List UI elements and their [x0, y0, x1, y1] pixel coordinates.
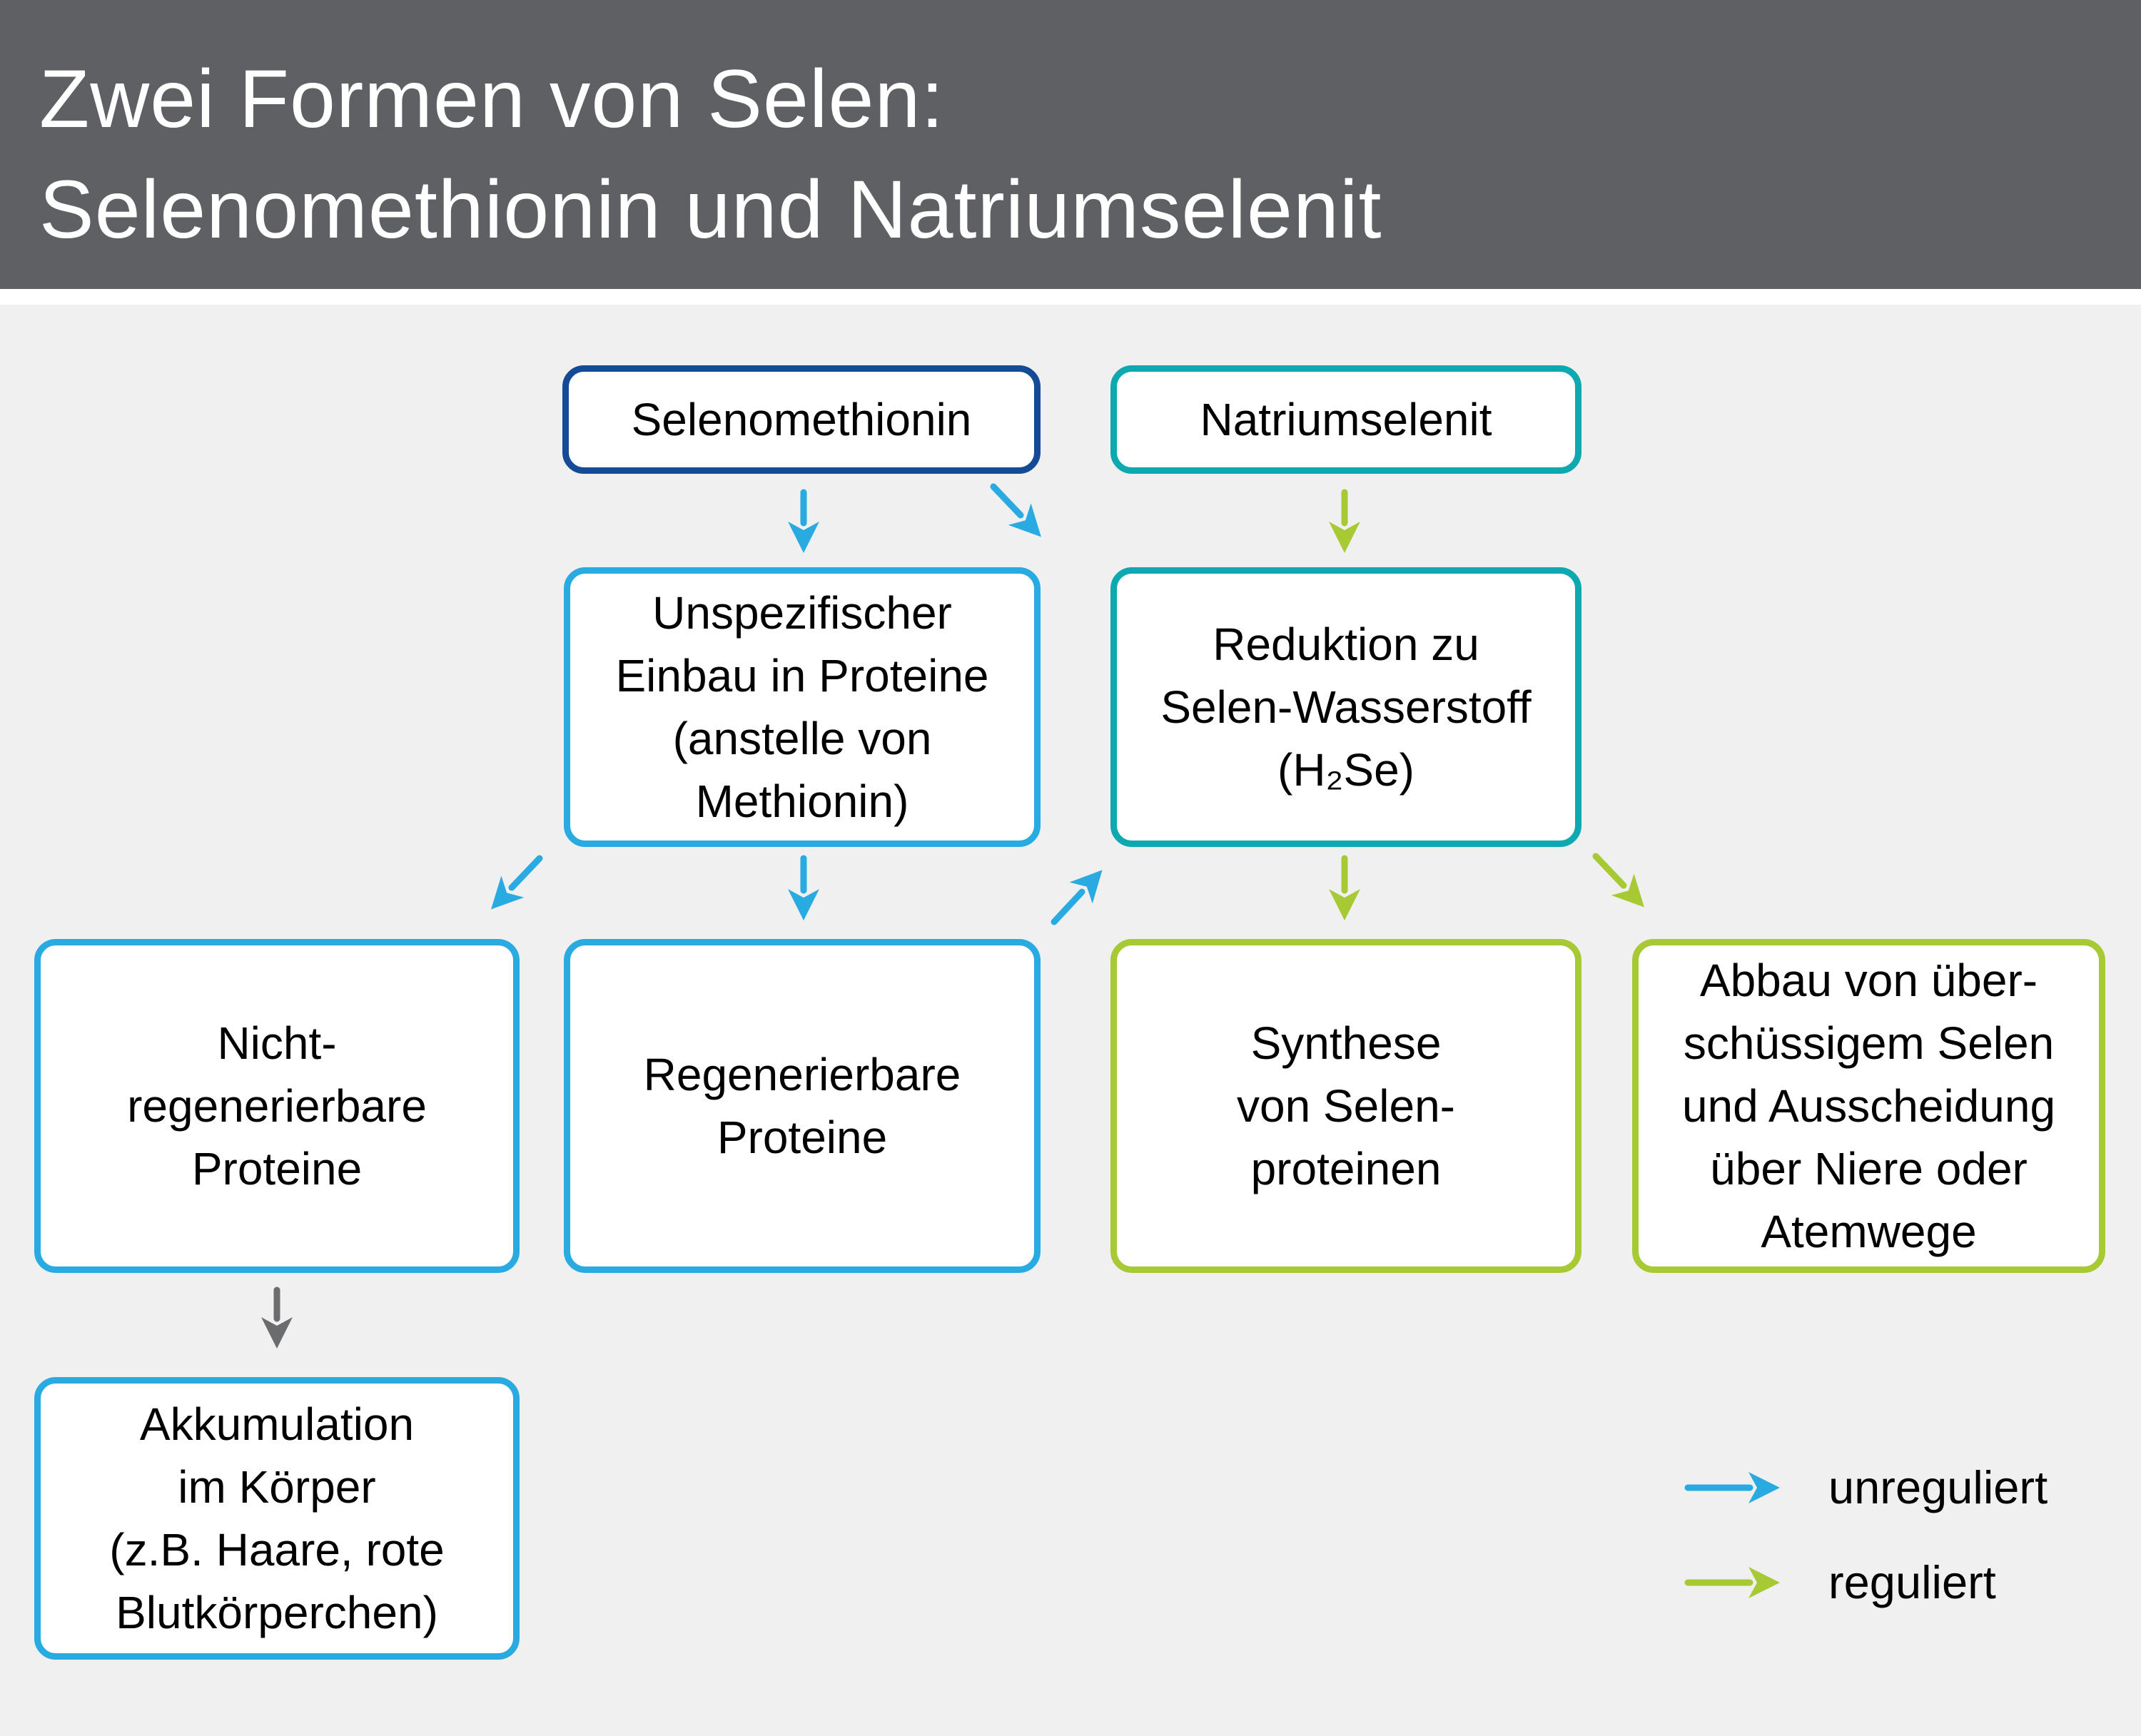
node-label: Atemwege — [1761, 1206, 1977, 1257]
node-label: Einbau in Proteine — [615, 650, 989, 701]
node-label: proteinen — [1250, 1143, 1442, 1194]
header-bar: Zwei Formen von Selen: Selenomethionin u… — [0, 0, 2141, 289]
page-title-line-1: Zwei Formen von Selen: — [39, 54, 945, 145]
node-label: im Körper — [178, 1461, 376, 1513]
node-label: Abbau von über- — [1699, 955, 2038, 1006]
node-label: Synthese — [1250, 1017, 1442, 1069]
node-nicht-regenerierbare-proteine: Nicht- regenerierbare Proteine — [34, 939, 520, 1273]
arrow-regenerierbare-to-reduktion — [1051, 870, 1103, 925]
node-label: (anstelle von — [672, 713, 932, 764]
node-natriumselenit: Natriumselenit — [1110, 365, 1581, 474]
node-unspezifischer-einbau: Unspezifischer Einbau in Proteine (anste… — [564, 567, 1041, 847]
node-synthese-selenproteine: Synthese von Selen- proteinen — [1110, 939, 1581, 1273]
node-label: Unspezifischer — [652, 587, 952, 639]
node-label: Akkumulation — [139, 1399, 415, 1450]
page-title-line-2: Selenomethionin und Natriumselenit — [39, 164, 1382, 255]
node-akkumulation: Akkumulation im Körper (z.B. Haare, rote… — [34, 1377, 520, 1660]
node-label: Regenerierbare — [643, 1049, 961, 1100]
node-label: (z.B. Haare, rote — [109, 1524, 445, 1575]
node-abbau-ausscheidung: Abbau von über- schüssigem Selen und Aus… — [1632, 939, 2105, 1273]
legend-unregulated-label: unreguliert — [1828, 1461, 2048, 1513]
node-label: über Niere oder — [1710, 1143, 2028, 1194]
node-label: und Ausscheidung — [1681, 1080, 2056, 1132]
arrow-einbau-to-nichtregenerierbare — [491, 855, 543, 910]
legend-regulated-label: reguliert — [1828, 1556, 1996, 1608]
node-label: Reduktion zu — [1213, 619, 1479, 670]
node-label: (H₂Se) — [1277, 744, 1414, 796]
node-label: Proteine — [717, 1112, 888, 1163]
arrow-reduktion-to-abbau — [1592, 853, 1644, 908]
node-label: Proteine — [191, 1143, 363, 1194]
node-label: Natriumselenit — [1200, 394, 1492, 445]
arrow-selenomethionin-to-reduktion — [990, 483, 1041, 537]
node-label: schüssigem Selen — [1683, 1017, 2055, 1069]
node-label: Methionin) — [695, 776, 909, 827]
node-label: Selen-Wasserstoff — [1160, 681, 1532, 733]
node-label: Blutkörperchen) — [116, 1587, 438, 1638]
node-label: Nicht- — [217, 1017, 337, 1069]
node-label: regenerierbare — [127, 1080, 427, 1132]
node-selenomethionin: Selenomethionin — [562, 365, 1041, 474]
node-reduktion-h2se: Reduktion zu Selen-Wasserstoff (H₂Se) — [1110, 567, 1581, 847]
node-label: von Selen- — [1237, 1080, 1455, 1132]
node-regenerierbare-proteine: Regenerierbare Proteine — [564, 939, 1041, 1273]
node-label: Selenomethionin — [631, 394, 972, 445]
